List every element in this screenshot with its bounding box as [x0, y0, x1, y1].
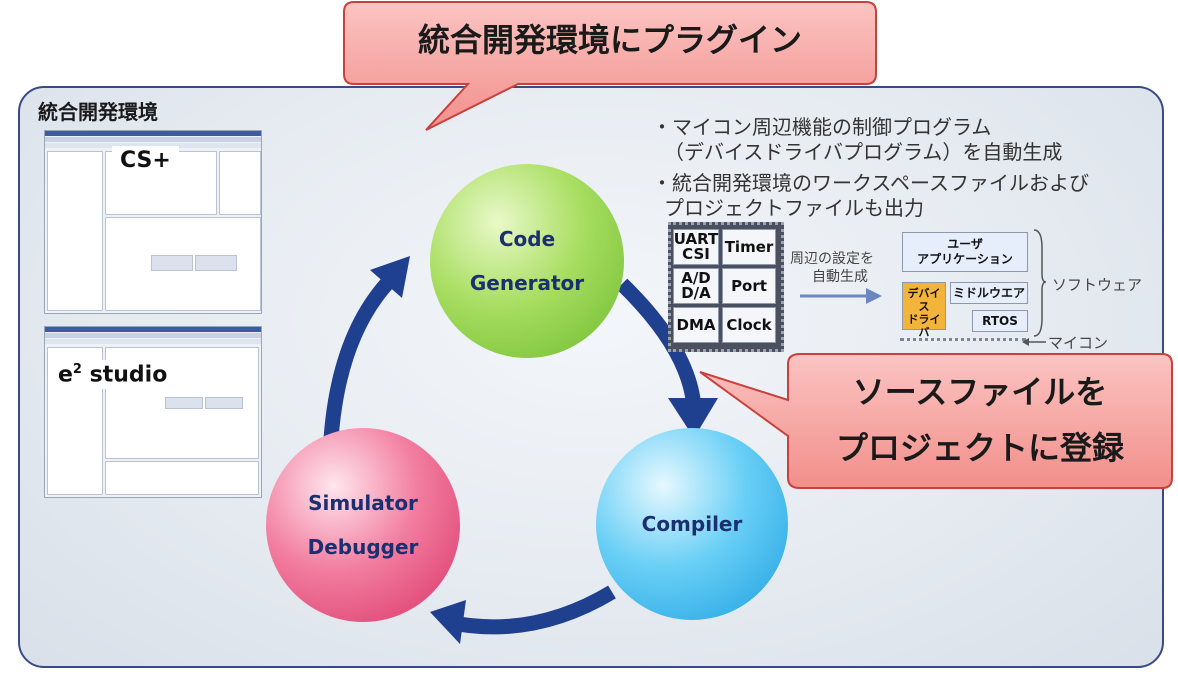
arrowhead-debugger — [430, 600, 466, 644]
chip-timer: Timer — [722, 229, 776, 265]
mcu-pointer-arrow — [1022, 338, 1046, 346]
bullet-2-line1: ・統合開発環境のワークスペースファイルおよび — [652, 171, 1089, 195]
chip-ad-da: A/D D/A — [673, 268, 719, 304]
auto-generate-text-2: 自動生成 — [812, 269, 868, 285]
e2-studio-screenshot — [44, 326, 262, 498]
rtos-block: RTOS — [972, 310, 1028, 332]
software-bracket — [1033, 229, 1046, 337]
arrowhead-generator — [370, 256, 410, 298]
chip-clock: Clock — [722, 307, 776, 343]
middleware-block: ミドルウエア — [950, 282, 1028, 304]
right-callout-line2: プロジェクトに登録 — [835, 429, 1124, 467]
code-generator-line1: Code — [498, 227, 556, 251]
right-callout-shape — [699, 353, 1173, 489]
device-driver-line2: ドライバ — [907, 313, 941, 339]
user-app-line1: ユーザ — [947, 237, 983, 251]
chip-dma: DMA — [673, 307, 719, 343]
device-driver-block: デバイス ドライバ — [902, 282, 946, 339]
arrow-debugger-to-generator — [322, 272, 398, 459]
ide-title: 統合開発環境 — [38, 100, 158, 124]
mcu-label: マイコン — [1048, 334, 1109, 352]
bullet-2-line2: プロジェクトファイルも出力 — [664, 196, 924, 220]
software-label: ソフトウェア — [1052, 276, 1143, 294]
chip-uart-csi: UART CSI — [673, 229, 719, 265]
e2-studio-label: e2 studio — [52, 360, 174, 390]
e2-superscript: 2 — [72, 362, 82, 377]
bullet-1-line2: （デバイスドライバプログラム）を自動生成 — [664, 140, 1063, 164]
chip-csi-label: CSI — [682, 245, 710, 263]
chip-port: Port — [722, 268, 776, 304]
chip-uart-label: UART — [673, 230, 719, 248]
chip-ad-label: A/D — [681, 269, 711, 287]
auto-generate-arrow — [800, 288, 882, 304]
right-callout-line1: ソースファイルを — [852, 373, 1108, 411]
mcu-base-line — [900, 338, 1026, 346]
auto-generate-text-1: 周辺の設定を — [790, 251, 874, 267]
arrowhead-compiler — [668, 398, 718, 438]
device-driver-line1: デバイス — [907, 287, 941, 313]
simulator-label: Simulator — [308, 491, 418, 515]
top-callout-text: 統合開発環境にプラグイン — [417, 21, 802, 59]
user-application-block: ユーザ アプリケーション — [902, 232, 1028, 272]
chip-da-label: D/A — [681, 284, 711, 302]
arrow-compiler-to-debugger — [446, 585, 616, 635]
code-generator-line2: Generator — [469, 271, 585, 295]
cs-plus-label: CS+ — [112, 146, 179, 175]
top-callout-shape — [343, 1, 877, 131]
user-app-line2: アプリケーション — [917, 252, 1013, 266]
simulator-debugger-node: Simulator Debugger — [266, 428, 460, 622]
bullet-1-line1: ・マイコン周辺機能の制御プログラム — [652, 115, 992, 139]
compiler-node: Compiler — [596, 428, 788, 620]
debugger-label: Debugger — [307, 535, 419, 559]
cs-plus-screenshot — [44, 130, 262, 314]
code-generator-node: Code Generator — [430, 164, 624, 358]
compiler-label: Compiler — [641, 512, 743, 536]
e2-prefix: e — [58, 362, 73, 388]
e2-suffix: studio — [81, 362, 168, 388]
